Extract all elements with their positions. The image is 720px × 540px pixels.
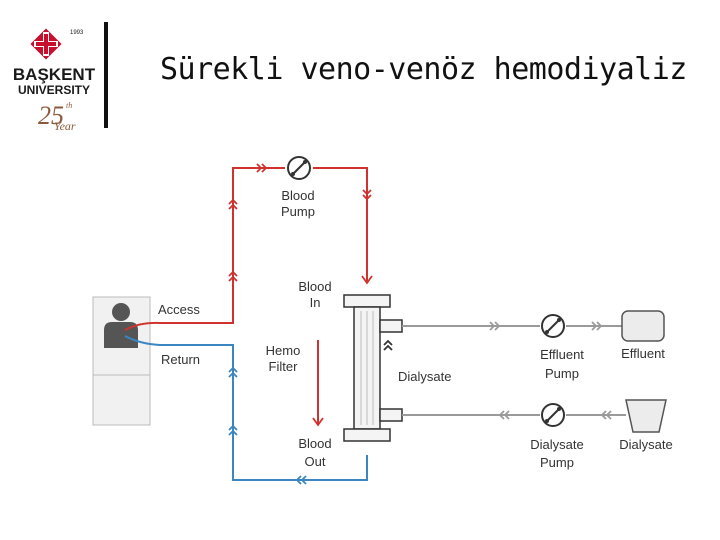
logo-divider <box>104 22 108 128</box>
effluent-pump-label-1: Effluent <box>540 347 584 362</box>
blood-pump-label-1: Blood <box>281 188 314 203</box>
dialysate-pump-label-2: Pump <box>540 455 574 470</box>
logo-year-small: 1993 <box>70 30 84 36</box>
fluid-arrows <box>489 321 612 420</box>
blood-in-label-1: Blood <box>298 279 331 294</box>
logo-anniversary-word: Year <box>54 119 76 133</box>
blood-pump-label-2: Pump <box>281 204 315 219</box>
logo-anniversary-suffix: th <box>66 101 72 110</box>
university-logo: 1993 BAŞKENT UNIVERSITY 25 th Year <box>8 26 100 134</box>
blood-out-label-1: Blood <box>298 436 331 451</box>
logo-anniversary-number: 25 <box>38 101 64 130</box>
dialysate-bag-icon <box>625 399 667 433</box>
access-label: Access <box>158 302 200 317</box>
effluent-pump-icon <box>541 314 565 338</box>
blood-pump-icon <box>287 156 311 180</box>
hemo-filter-label-2: Filter <box>269 359 299 374</box>
dialysate-side-label: Dialysate <box>398 369 451 384</box>
logo-name-line1: BAŞKENT <box>13 65 96 84</box>
hemo-filter-label-1: Hemo <box>266 343 301 358</box>
arterial-line <box>124 167 368 425</box>
effluent-container-icon <box>621 310 665 342</box>
effluent-label: Effluent <box>621 346 665 361</box>
dialysate-pump-label-1: Dialysate <box>530 437 583 452</box>
logo-name-line2: UNIVERSITY <box>18 83 90 97</box>
patient-body-icon <box>104 322 138 345</box>
patient-figure <box>92 296 151 426</box>
arterial-arrows <box>228 163 373 427</box>
blood-in-label-2: In <box>310 295 321 310</box>
dialysate-flow-arrows <box>383 339 393 351</box>
hemofilter-icon <box>343 294 403 442</box>
dialysate-bag-label: Dialysate <box>619 437 672 452</box>
venous-line <box>124 335 368 481</box>
slide-title: Sürekli veno-venöz hemodiyaliz <box>160 52 687 87</box>
blood-out-label-2: Out <box>305 454 326 469</box>
venous-arrows <box>228 366 307 485</box>
dialysate-pump-icon <box>541 403 565 427</box>
effluent-pump-label-2: Pump <box>545 366 579 381</box>
return-label: Return <box>161 352 200 367</box>
patient-head-icon <box>112 303 130 321</box>
